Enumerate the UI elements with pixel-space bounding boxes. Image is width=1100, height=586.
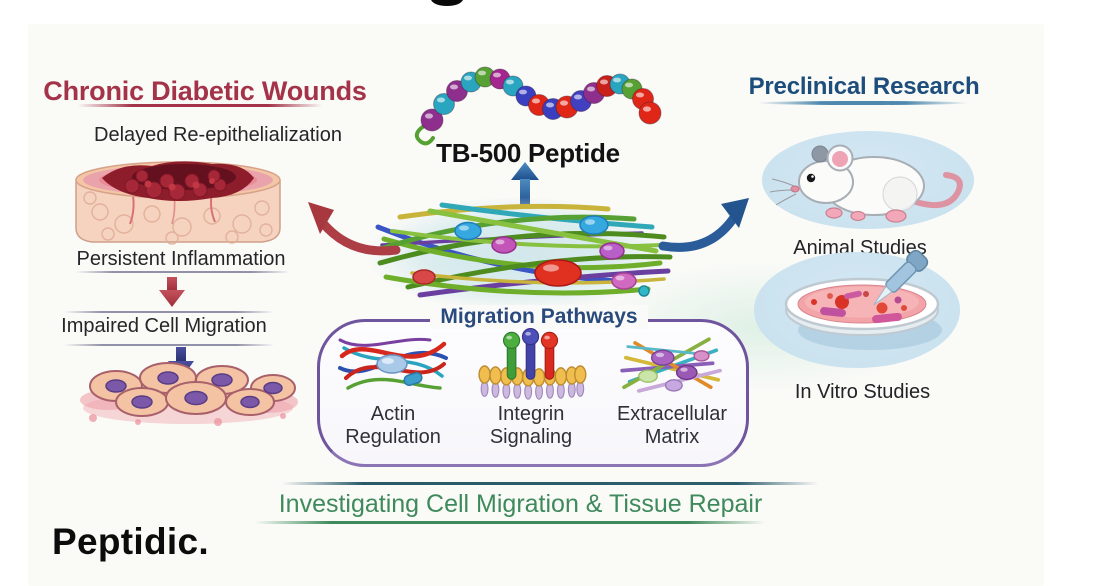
peptide-bead-chain-illustration bbox=[414, 66, 662, 146]
preclinical-research-heading: Preclinical Research bbox=[748, 73, 980, 100]
cropped-title-descender bbox=[431, 0, 463, 6]
red-underline bbox=[78, 104, 322, 107]
cell-cluster-illustration bbox=[80, 362, 298, 426]
fiber-matrix-illustration bbox=[371, 202, 673, 298]
migration-pathways-box: Migration Pathways bbox=[317, 305, 749, 467]
step-delayed-reepithelialization: Delayed Re-epithelialization bbox=[94, 124, 342, 146]
step-impaired-cell-migration: Impaired Cell Migration bbox=[61, 315, 267, 337]
red-down-arrow bbox=[159, 277, 185, 307]
pathway-extracellular-matrix: Extracellular Matrix bbox=[602, 330, 742, 449]
diabetic-wound-illustration bbox=[75, 161, 281, 245]
pathway-actin-regulation: Actin Regulation bbox=[328, 330, 458, 449]
blue-curved-arrow bbox=[658, 198, 749, 252]
lab-mouse-illustration bbox=[769, 144, 963, 223]
blue-up-arrow bbox=[511, 162, 539, 206]
pathway-label: Actin Regulation bbox=[345, 403, 441, 448]
peptidic-brand-logo: Peptidic. bbox=[52, 521, 209, 562]
blue-underline-swoosh bbox=[757, 101, 969, 105]
footer-top-line bbox=[282, 482, 818, 485]
footer-tagline: Investigating Cell Migration & Tissue Re… bbox=[278, 490, 763, 518]
divider-line bbox=[64, 344, 274, 346]
petri-dish-illustration bbox=[784, 249, 942, 350]
divider-line bbox=[64, 311, 274, 313]
integrin-receptors-icon bbox=[478, 328, 587, 400]
pathway-label: Extracellular Matrix bbox=[616, 403, 728, 448]
tb500-peptide-label: TB-500 Peptide bbox=[436, 138, 620, 168]
migration-pathways-title: Migration Pathways bbox=[320, 305, 746, 329]
pathway-integrin-signaling: Integrin Signaling bbox=[466, 328, 596, 449]
pathway-label: Integrin Signaling bbox=[489, 403, 573, 448]
actin-filaments-icon bbox=[338, 337, 448, 390]
red-curved-arrow bbox=[308, 202, 401, 256]
extracellular-matrix-icon bbox=[620, 337, 722, 393]
invitro-studies-label: In Vitro Studies bbox=[794, 381, 931, 403]
step-persistent-inflammation: Persistent Inflammation bbox=[76, 248, 286, 270]
footer-bottom-line bbox=[255, 521, 765, 524]
chronic-wounds-heading: Chronic Diabetic Wounds bbox=[43, 76, 367, 106]
divider-line bbox=[75, 271, 290, 273]
